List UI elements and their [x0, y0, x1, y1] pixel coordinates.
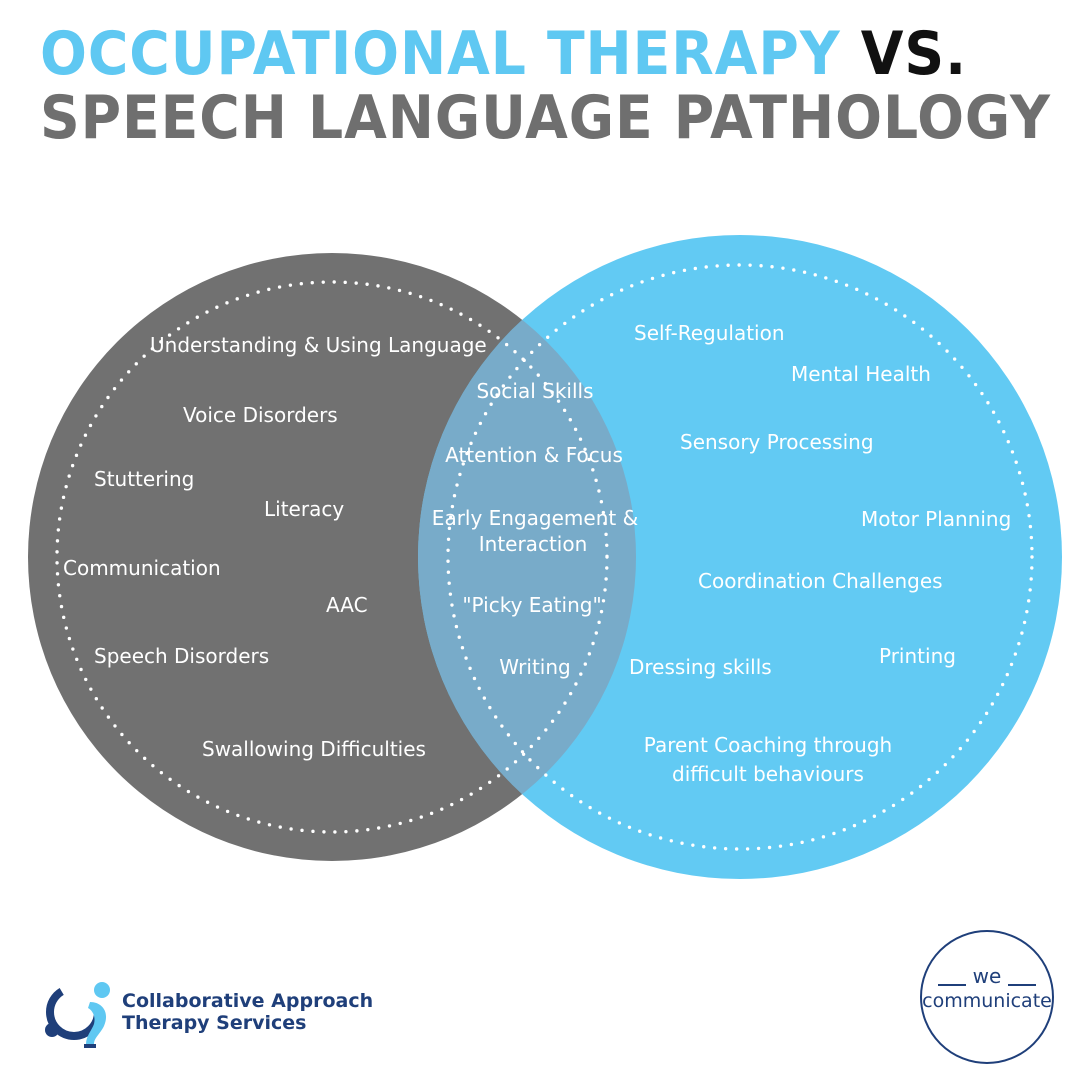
right-item: Motor Planning — [861, 507, 1012, 531]
lightbulb-people-icon — [45, 982, 110, 1048]
right-item: Printing — [879, 644, 956, 668]
shared-item: Social Skills — [476, 379, 594, 403]
title-speech-language-pathology: SPEECH LANGUAGE PATHOLOGY — [40, 83, 1051, 154]
logo-text-line-1: Collaborative Approach — [122, 990, 374, 1012]
shared-item: Interaction — [478, 532, 588, 556]
right-item: Self-Regulation — [634, 321, 785, 345]
left-item: AAC — [326, 593, 368, 617]
left-item: Speech Disorders — [94, 644, 270, 668]
title-occupational-therapy: OCCUPATIONAL THERAPY — [40, 19, 841, 89]
right-item: Parent Coaching through — [643, 733, 893, 757]
we-communicate-logo: we communicate — [920, 930, 1054, 1064]
left-item: Voice Disorders — [183, 403, 338, 427]
logo-divider-left — [938, 984, 966, 986]
right-item: Coordination Challenges — [698, 569, 943, 593]
right-item: difficult behaviours — [672, 762, 864, 786]
logo-we: we — [972, 964, 1002, 988]
left-item: Stuttering — [94, 467, 195, 491]
left-item: Understanding & Using Language — [150, 333, 487, 357]
title-line-1: OCCUPATIONAL THERAPY VS. — [40, 22, 1051, 86]
left-item: Literacy — [264, 497, 345, 521]
left-item: Swallowing Difficulties — [202, 737, 426, 761]
logo-text-line-2: Therapy Services — [122, 1012, 307, 1035]
shared-item: Attention & Focus — [445, 443, 623, 467]
right-item: Dressing skills — [629, 655, 772, 679]
right-item: Sensory Processing — [680, 430, 874, 454]
shared-item: "Picky Eating" — [462, 593, 602, 617]
title-vs: VS. — [840, 19, 968, 89]
logo-communicate: communicate — [922, 990, 1052, 1012]
shared-item: Early Engagement & — [431, 506, 639, 530]
left-dotted-ring — [55, 280, 609, 834]
logo-divider-right — [1008, 984, 1036, 986]
collaborative-approach-logo: Collaborative Approach Therapy Services — [44, 980, 404, 1050]
right-dotted-ring — [446, 263, 1034, 851]
shared-item: Writing — [499, 655, 571, 679]
overlap-region — [418, 253, 636, 861]
left-item: Communication — [63, 556, 221, 580]
logo-text: Collaborative Approach Therapy Services — [122, 990, 373, 1034]
right-item: Mental Health — [791, 362, 931, 386]
page-title: OCCUPATIONAL THERAPY VS. SPEECH LANGUAGE… — [40, 22, 1051, 150]
